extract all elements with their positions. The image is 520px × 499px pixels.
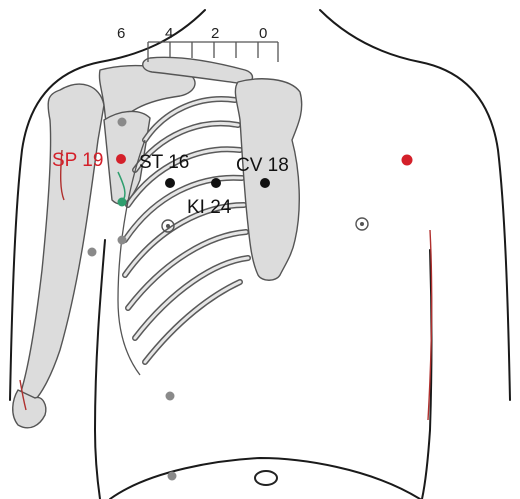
- scale-tick-2: 2: [211, 25, 219, 42]
- red-point: [402, 155, 413, 166]
- cv18-dot: [260, 178, 270, 188]
- scale-tick-4: 4: [165, 25, 173, 42]
- gray-point: [168, 472, 177, 481]
- ki24-dot: [211, 178, 221, 188]
- navel-icon: [255, 471, 277, 485]
- scale-ruler: 6 4 2 0: [117, 25, 278, 62]
- scale-tick-0: 0: [259, 25, 267, 42]
- scale-tick-6: 6: [117, 25, 125, 42]
- gray-point: [166, 392, 175, 401]
- cv18-label: CV 18: [236, 155, 289, 176]
- sp19-dot: [116, 154, 126, 164]
- ki24-label: KI 24: [187, 197, 232, 218]
- st16-dot: [165, 178, 175, 188]
- nipple-right-icon: [356, 218, 368, 230]
- st16-label: ST 16: [139, 152, 189, 173]
- gray-point: [118, 236, 127, 245]
- sp19-label: SP 19: [52, 150, 103, 171]
- gray-point: [88, 248, 97, 257]
- gray-point: [118, 118, 127, 127]
